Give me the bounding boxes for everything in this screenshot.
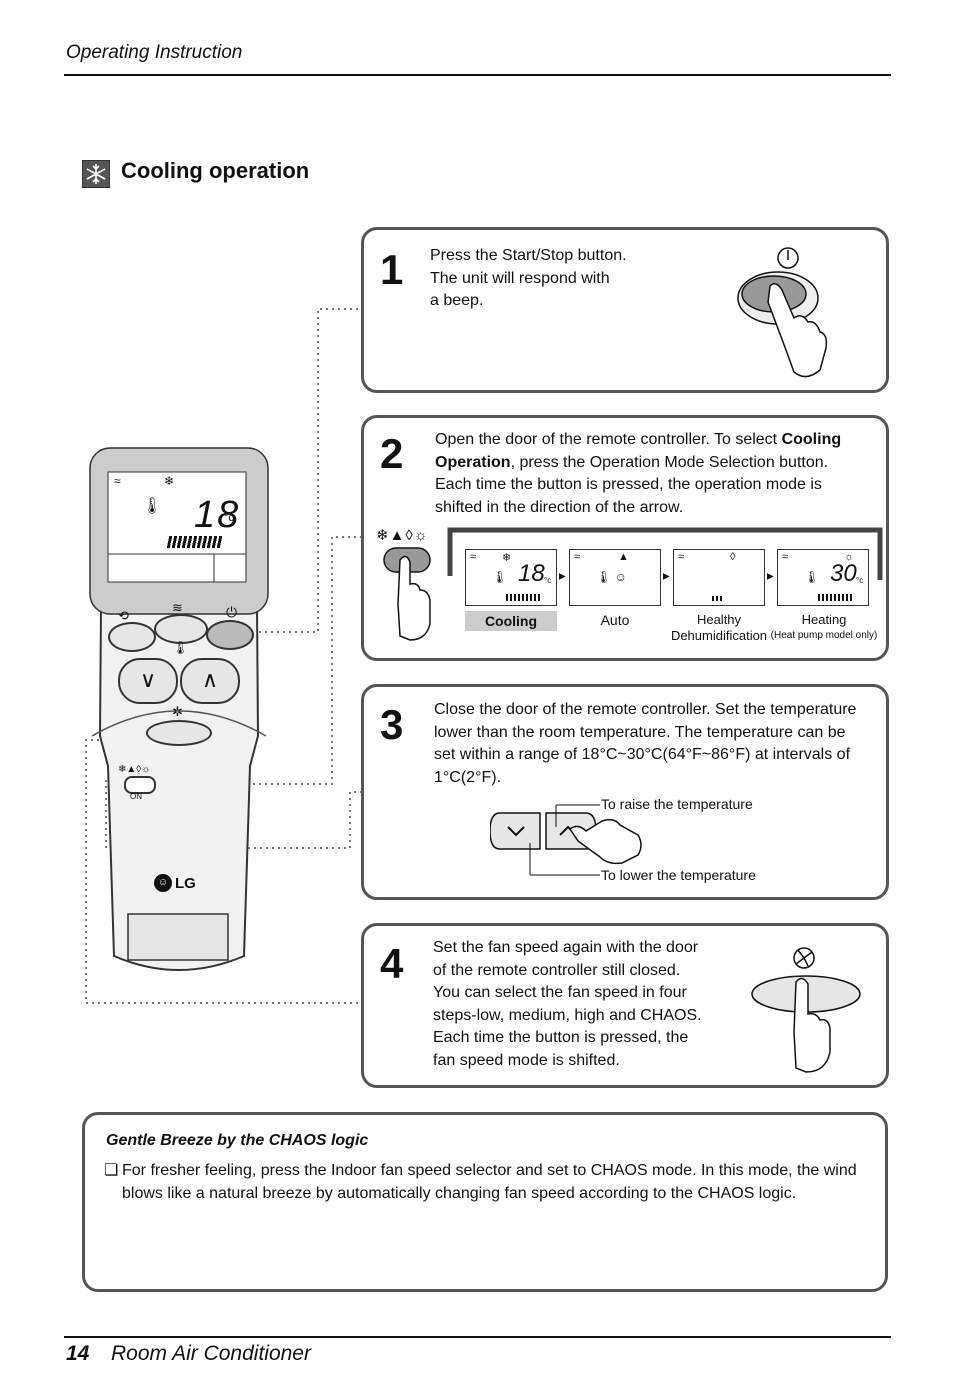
remote-display-temp: 18	[194, 494, 241, 536]
step-1-line: The unit will respond with	[430, 269, 610, 287]
step-1-line: Press the Start/Stop button.	[430, 247, 627, 264]
switch-on-label: ON	[130, 792, 142, 801]
fan-speed-button[interactable]	[146, 720, 212, 746]
power-icon: ⏻	[226, 604, 238, 620]
thermometer-icon: 🌡	[172, 640, 189, 655]
chaos-note-box: Gentle Breeze by the CHAOS logic ❏ For f…	[82, 1112, 888, 1292]
footer-rule	[64, 1336, 891, 1338]
temp-up-button[interactable]: ∧	[180, 658, 240, 704]
note-bullet: ❏	[104, 1162, 119, 1179]
mode-select-button[interactable]	[124, 776, 156, 794]
arrow-right-icon: ▸	[559, 568, 566, 583]
step-2-box: 2 Open the door of the remote controller…	[361, 415, 889, 661]
mode-icons: ❄▲◊☼	[118, 764, 151, 775]
mode-display-unit: °c	[544, 576, 552, 585]
step-4-line: Each time the button is pressed, the	[433, 1029, 689, 1046]
mode-label-note: (Heat pump model only)	[770, 630, 878, 641]
note-title: Gentle Breeze by the CHAOS logic	[106, 1132, 369, 1149]
fan-icon: ✲	[172, 704, 183, 719]
step-3-line: 1°C(2°F).	[434, 768, 502, 786]
press-mode-hand-illustration	[383, 547, 431, 641]
step-3-line: Close the door of the remote controller.…	[434, 701, 857, 718]
step-2-bold-b: Operation	[435, 453, 511, 471]
mode-label-heating: Heating (Heat pump model only)	[769, 612, 879, 644]
swing-button[interactable]	[108, 622, 156, 652]
brand-label: LG	[175, 874, 196, 892]
note-line: blows like a natural breeze by automatic…	[122, 1185, 797, 1202]
step-4-line: steps-low, medium, high and CHAOS.	[433, 1006, 702, 1024]
step-number: 4	[380, 940, 404, 987]
remote-controller: 18 °c 🌡 ≈ ❄ ⟲ ≋ ⏻ 🌡 ∨ ∧ ✲ ❄▲◊☼ ON ☺ LG	[84, 436, 274, 976]
step-4-line: of the remote controller still closed.	[433, 961, 681, 979]
mode-display-value: 18	[518, 560, 545, 587]
mode-label-line: Dehumidification	[670, 628, 768, 643]
mode-display-value: 30	[830, 560, 857, 587]
arrow-right-icon: ▸	[767, 568, 774, 583]
step-4-line: fan speed mode is shifted.	[433, 1051, 620, 1069]
signal-icon: ≈	[114, 474, 121, 488]
jet-icon: ≋	[172, 600, 183, 615]
step-4-line: You can select the fan speed in four	[433, 984, 687, 1001]
page-number: 14	[66, 1342, 90, 1365]
arrow-right-icon: ▸	[663, 568, 670, 583]
mode-cycle-arrow	[447, 527, 883, 580]
mode-display-unit: °c	[856, 576, 864, 585]
step-3-line: lower than the room temperature. The tem…	[434, 723, 846, 741]
mode-label-line: Heating	[801, 612, 847, 627]
raise-temp-label: To raise the temperature	[601, 796, 753, 812]
step-2-line: shifted in the direction of the arrow.	[435, 498, 684, 516]
press-power-hand-illustration	[737, 247, 828, 378]
remote-display-unit: °c	[224, 512, 234, 524]
snowflake-icon	[82, 160, 110, 188]
header-rule	[64, 74, 891, 76]
snowflake-icon: ❄	[164, 474, 175, 488]
step-number: 2	[380, 430, 404, 477]
lower-temp-label: To lower the temperature	[601, 867, 756, 883]
step-2-text-b: , press the Operation Mode Selection but…	[510, 453, 829, 471]
step-4-line: Set the fan speed again with the door	[433, 939, 699, 956]
step-3-box: 3 Close the door of the remote controlle…	[361, 684, 889, 900]
step-3-line: set within a range of 18°C~30°C(64°F~86°…	[434, 746, 851, 763]
mode-display-auto: ≈▲ 🌡 ☺	[569, 549, 661, 606]
fan-level-bars	[506, 594, 540, 601]
fan-level-bars	[712, 596, 722, 601]
mode-label-dehumid: Healthy Dehumidification	[669, 612, 769, 644]
fan-level-bars	[818, 594, 852, 601]
step-2-bold-a: Cooling	[781, 431, 842, 448]
footer-title: Room Air Conditioner	[111, 1342, 311, 1365]
lg-logo: ☺ LG	[154, 874, 196, 892]
step-number: 1	[380, 246, 404, 293]
mode-display-cooling: ≈❄ 🌡 18 °c	[465, 549, 557, 606]
start-stop-button[interactable]	[206, 620, 254, 650]
step-4-box: 4 Set the fan speed again with the door …	[361, 923, 889, 1088]
mode-label-line: Healthy	[696, 612, 742, 627]
mode-display-dehumid: ≈◊	[673, 549, 765, 606]
running-header: Operating Instruction	[66, 42, 243, 63]
mode-label-cooling: Cooling	[465, 611, 557, 631]
step-1-line: a beep.	[430, 292, 484, 309]
swing-icon: ⟲	[118, 608, 129, 623]
temp-down-button[interactable]: ∨	[118, 658, 178, 704]
temp-buttons-hand-illustration	[490, 804, 642, 876]
mode-icons: ❄▲◊☼	[376, 527, 429, 544]
step-1-box: 1 Press the Start/Stop button. The unit …	[361, 227, 889, 393]
thermometer-icon: 🌡	[142, 498, 163, 515]
fan-level-bars	[166, 536, 224, 548]
step-2-line: Each time the button is pressed, the ope…	[435, 476, 822, 493]
section-title: Cooling operation	[121, 158, 310, 183]
step-2-text-a: Open the door of the remote controller. …	[435, 431, 782, 448]
mode-label-auto: Auto	[600, 612, 630, 628]
press-fan-hand-illustration	[751, 947, 861, 1073]
step-number: 3	[380, 701, 404, 748]
mode-display-heating: ≈☼ 🌡 30 °c	[777, 549, 869, 606]
note-line: For fresher feeling, press the Indoor fa…	[122, 1162, 857, 1179]
